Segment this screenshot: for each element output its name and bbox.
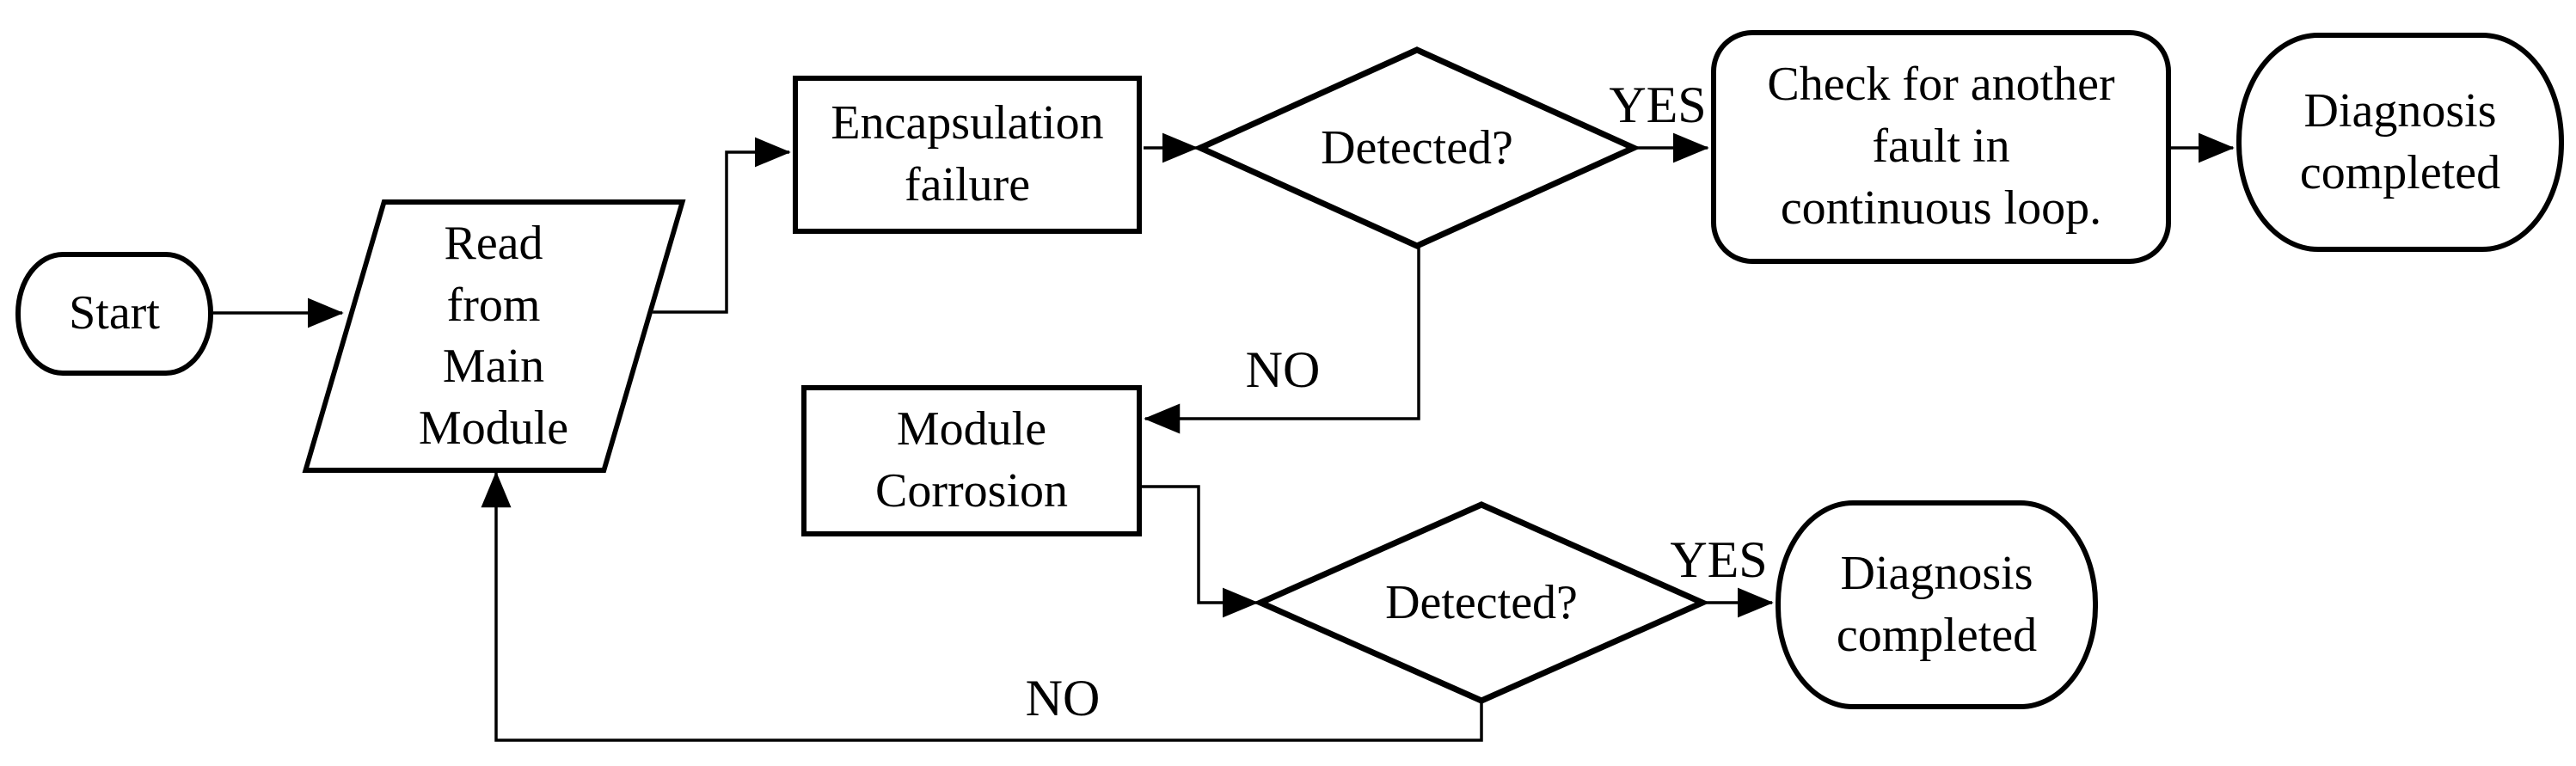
edge-module-to-detected2: [1140, 485, 1259, 618]
node-diagnosis-completed-2: Diagnosis completed: [1776, 500, 2098, 709]
node-start: Start: [15, 252, 213, 376]
node-encapsulation-failure-label: Encapsulation failure: [831, 96, 1104, 211]
node-check-loop-label: Check for another fault in continuous lo…: [1767, 58, 2115, 235]
edge-read-to-encapsulation: [652, 137, 791, 314]
node-diagnosis-completed-2-label: Diagnosis completed: [1836, 546, 2038, 662]
node-diagnosis-completed-1: Diagnosis completed: [2236, 33, 2564, 252]
node-module-corrosion: Module Corrosion: [801, 385, 1142, 536]
node-start-label: Start: [69, 286, 160, 340]
node-detected-1-label: Detected?: [1321, 121, 1513, 175]
edge-detected1-no-to-module: [1144, 246, 1420, 434]
node-detected-2-label: Detected?: [1385, 576, 1578, 629]
edge-label-detected1-yes: YES: [1609, 76, 1707, 133]
edge-label-detected2-no: NO: [1025, 669, 1101, 726]
node-module-corrosion-label: Module Corrosion: [875, 402, 1068, 518]
edge-detected2-no-loop-to-read: [481, 471, 1483, 742]
edge-label-detected1-no: NO: [1245, 340, 1321, 398]
node-encapsulation-failure: Encapsulation failure: [793, 76, 1142, 234]
node-read-main-module-label: Read from Main Module: [419, 216, 569, 455]
node-diagnosis-completed-1-label: Diagnosis completed: [2299, 83, 2501, 199]
node-check-loop: Check for another fault in continuous lo…: [1711, 30, 2171, 264]
edge-label-detected2-yes: YES: [1670, 530, 1768, 588]
